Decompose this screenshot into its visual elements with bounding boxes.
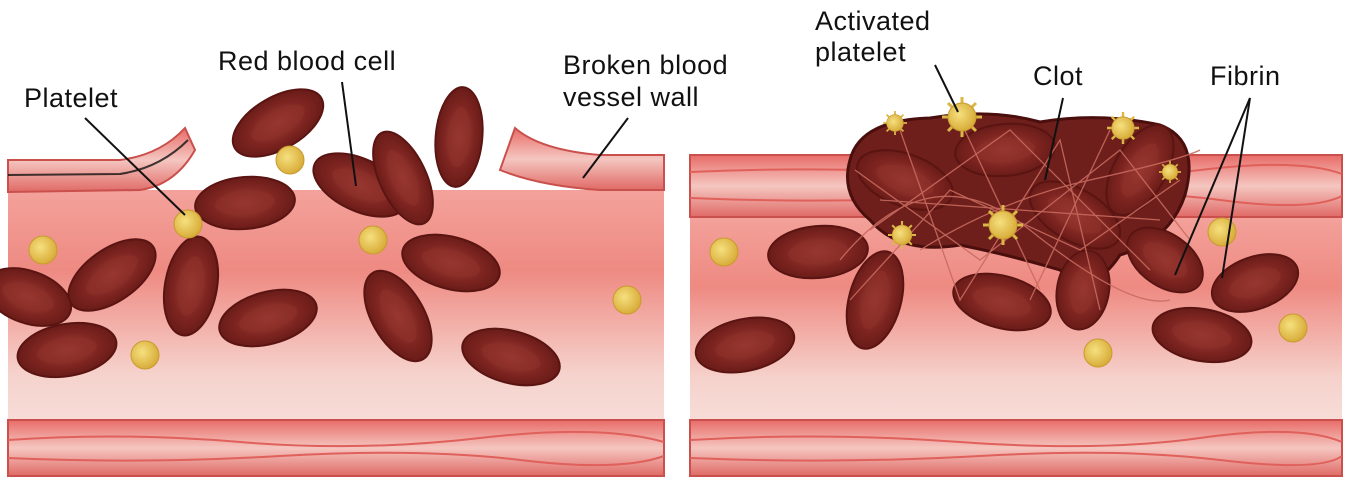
right-bottom-wall — [690, 420, 1342, 476]
activated-platelet-icon — [888, 221, 916, 249]
clot-label: Clot — [1033, 61, 1083, 91]
broken-wall-label-line1: Broken blood — [563, 50, 728, 80]
activated-platelet-icon — [942, 97, 982, 137]
platelet-label: Platelet — [24, 83, 118, 113]
activated-platelet-label-line2: platelet — [815, 37, 906, 67]
left-bottom-wall — [8, 420, 664, 476]
activated-platelet-label-line1: Activated — [815, 6, 931, 36]
platelet-icon — [359, 226, 387, 254]
left-top-wall-fragment-left — [8, 128, 195, 192]
platelet-icon — [1084, 339, 1112, 367]
left-vessel-panel — [0, 75, 664, 476]
activated-platelet-icon — [1159, 161, 1181, 183]
platelet-icon — [29, 236, 57, 264]
platelet-icon — [131, 341, 159, 369]
activated-platelet-icon — [983, 205, 1023, 245]
platelet-icon — [174, 210, 202, 238]
activated-platelet-leader — [935, 65, 958, 112]
platelet-icon — [710, 238, 738, 266]
red-blood-cell-label: Red blood cell — [218, 46, 396, 76]
red-blood-cell-icon — [431, 85, 486, 189]
left-top-wall-fragment-right — [500, 128, 664, 190]
broken-wall-label-line2: vessel wall — [563, 82, 699, 112]
activated-platelet-icon — [1107, 112, 1139, 144]
platelet-icon — [1279, 314, 1307, 342]
platelet-icon — [613, 286, 641, 314]
fibrin-label: Fibrin — [1210, 61, 1281, 91]
right-vessel-panel — [690, 97, 1342, 476]
platelet-icon — [276, 146, 304, 174]
platelet-icon — [1208, 218, 1236, 246]
